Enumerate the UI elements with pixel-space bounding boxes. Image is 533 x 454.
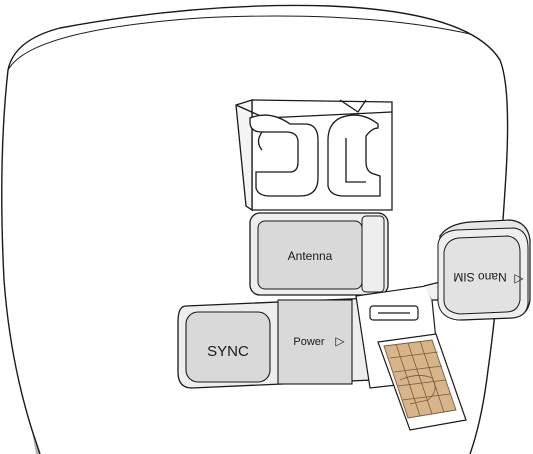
device-top-rim (7, 15, 471, 71)
sync-label: SYNC (207, 343, 249, 360)
power-arrow-icon: ▷ (335, 334, 345, 348)
control-panel (177, 297, 373, 389)
nano-sim-arrow-icon: ▷ (514, 271, 524, 285)
sim-card (377, 333, 467, 431)
antenna-panel (249, 212, 389, 296)
sim-chip-contacts (389, 340, 451, 417)
nano-sim-tray (437, 219, 531, 321)
antenna-connector-housing (235, 99, 393, 212)
sync-button (185, 311, 271, 383)
antenna-label: Antenna (288, 249, 333, 263)
power-button (277, 299, 353, 385)
power-label: Power (293, 336, 325, 348)
nano-sim-label: Nano SIM (453, 270, 506, 284)
